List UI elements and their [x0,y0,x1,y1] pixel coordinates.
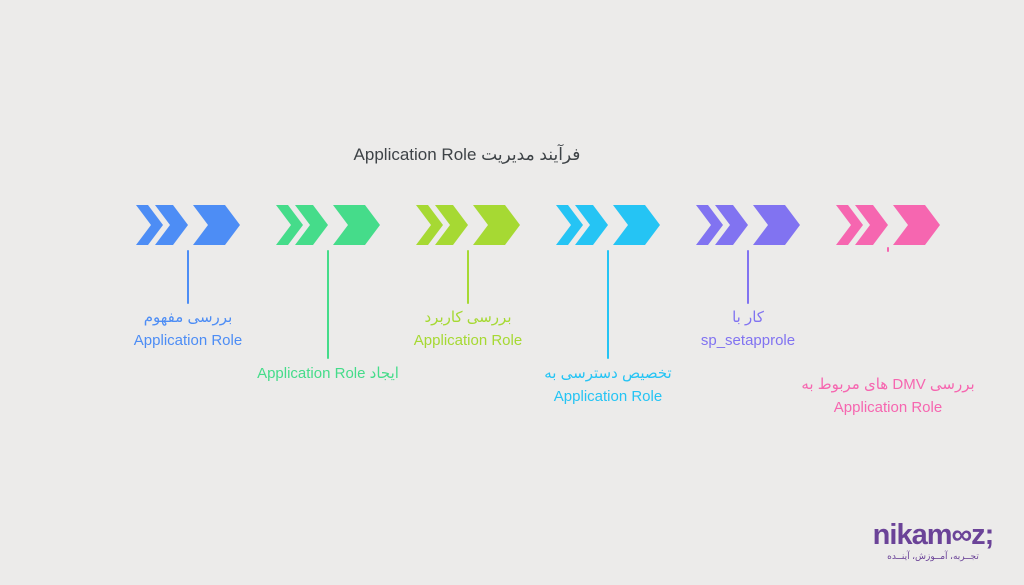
step-label-line-1: تخصیص دسترسی به [544,365,672,382]
process-step-review-usage: بررسی کاربرد Application Role [414,205,522,349]
step-label-line-1: کار با [732,309,764,326]
chevron-arrow-icon [136,205,240,245]
step-label: کار با sp_setapprole [638,306,858,352]
chevron-arrow-icon [416,205,520,245]
connector-line [187,250,189,304]
step-label-line-1: بررسی DMV های مربوط به [801,376,975,393]
connector-line [887,247,889,252]
process-step-create-approle: ایجاد Application Role [257,205,399,382]
connector-line [467,250,469,304]
connector-line [747,250,749,304]
process-step-work-with-sp: کار با sp_setapprole [696,205,800,349]
step-label-line-2: Application Role [833,399,943,416]
step-label-line-1: بررسی مفهوم [143,309,233,326]
chevron-arrow-icon [556,205,660,245]
step-label: تخصیص دسترسی به Application Role [498,362,718,408]
chevron-arrow-icon [696,205,800,245]
step-label-line-1: ایجاد Application Role [257,365,399,382]
page-title: فرآیند مدیریت Application Role [353,145,581,164]
step-label-line-2: Application Role [133,332,243,349]
logo-tagline: تجــربه، آمــوزش، آینــده [887,551,979,561]
step-label-line-1: بررسی کاربرد [424,309,512,326]
step-label-line-2: Application Role [553,388,663,405]
step-label-line-2: sp_setapprole [700,332,796,349]
step-label: بررسی کاربرد Application Role [358,306,578,352]
connector-line [327,250,329,359]
process-step-review-dmv: بررسی DMV های مربوط به Application Role [801,205,975,416]
step-label: بررسی DMV های مربوط به Application Role [778,373,998,419]
process-step-review-concept: بررسی مفهوم Application Role [134,205,242,349]
step-label-line-2: Application Role [413,332,523,349]
chevron-arrow-icon [836,205,940,245]
step-label: ایجاد Application Role [218,362,438,385]
logo-wordmark: nikam∞z; [872,519,995,551]
chevron-arrow-icon [276,205,380,245]
connector-line [607,250,609,359]
process-step-assign-access: تخصیص دسترسی به Application Role [544,205,672,405]
nikamooz-logo: nikam∞z; تجــربه، آمــوزش، آینــده [858,519,1008,562]
step-label: بررسی مفهوم Application Role [78,306,298,352]
